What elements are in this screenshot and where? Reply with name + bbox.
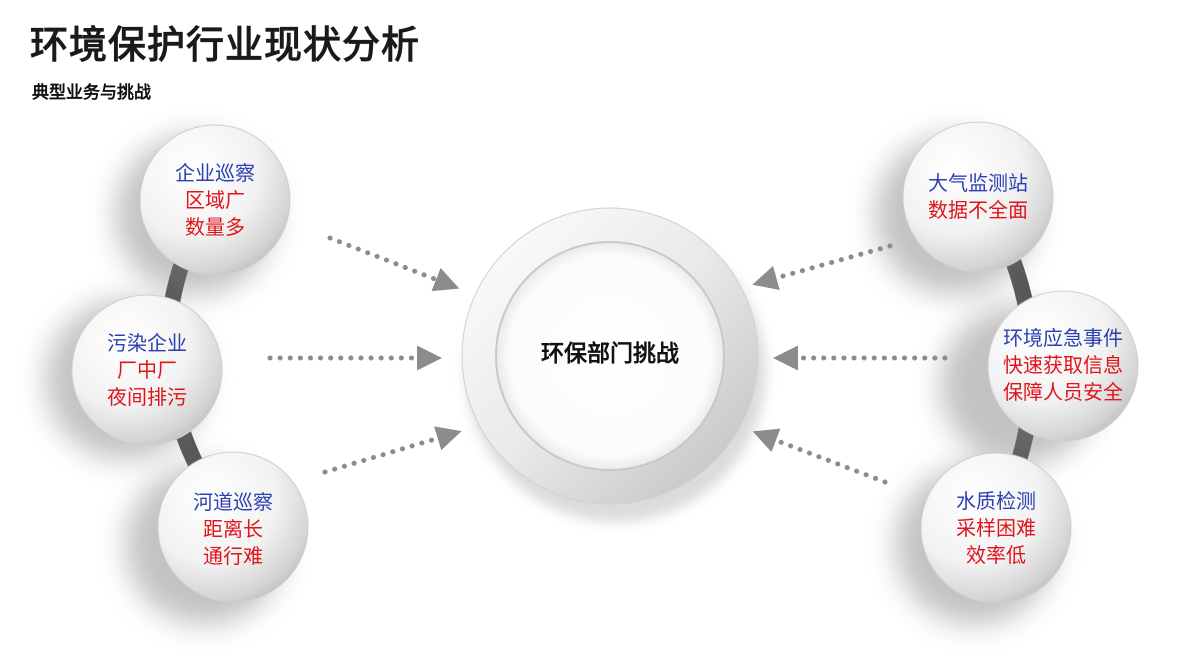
- node-detail: 数量多: [185, 215, 245, 239]
- node-detail: 夜间排污: [107, 385, 187, 409]
- node-detail: 数据不全面: [928, 198, 1028, 222]
- node-title: 污染企业: [107, 331, 187, 355]
- node-title: 企业巡察: [175, 161, 255, 185]
- node-title: 河道巡察: [193, 490, 273, 514]
- page-title: 环境保护行业现状分析: [30, 23, 421, 67]
- node-sphere-polluting-enterprise: [71, 294, 223, 446]
- node-title: 水质检测: [956, 489, 1036, 513]
- arrow-left-bottom: [322, 426, 462, 475]
- node-title: 环境应急事件: [1003, 326, 1123, 350]
- node-title: 大气监测站: [928, 171, 1028, 195]
- node-detail: 采样困难: [956, 516, 1036, 540]
- node-sphere-river-patrol: [157, 451, 309, 603]
- node-spheres: [71, 121, 1139, 604]
- arrow-left-top: [327, 235, 460, 292]
- node-sphere-enterprise-patrol: [139, 124, 291, 276]
- node-air-monitoring: 大气监测站 数据不全面: [893, 170, 1063, 224]
- node-water-testing: 水质检测 采样困难 效率低: [911, 488, 1081, 569]
- arrow-right-top: [752, 243, 893, 290]
- node-sphere-water-testing: [920, 452, 1072, 604]
- node-polluting-enterprise: 污染企业 厂中厂 夜间排污: [62, 330, 232, 411]
- node-detail: 通行难: [203, 544, 263, 568]
- node-enterprise-patrol: 企业巡察 区域广 数量多: [130, 160, 300, 241]
- arrow-right-bottom: [752, 428, 888, 485]
- page-subtitle: 典型业务与挑战: [32, 83, 151, 103]
- node-detail: 效率低: [966, 543, 1026, 567]
- node-river-patrol: 河道巡察 距离长 通行难: [148, 489, 318, 570]
- center-ring: [461, 207, 766, 522]
- node-detail: 保障人员安全: [1003, 380, 1123, 404]
- node-emergency: 环境应急事件 快速获取信息 保障人员安全: [978, 325, 1148, 406]
- node-detail: 区域广: [185, 188, 245, 212]
- node-detail: 快速获取信息: [1003, 353, 1123, 377]
- center-label: 环保部门挑战: [541, 341, 679, 367]
- node-sphere-emergency: [987, 290, 1139, 442]
- arrows: [267, 235, 948, 485]
- node-detail: 距离长: [203, 517, 263, 541]
- node-sphere-air-monitoring: [902, 121, 1054, 273]
- node-detail: 厂中厂: [117, 358, 177, 382]
